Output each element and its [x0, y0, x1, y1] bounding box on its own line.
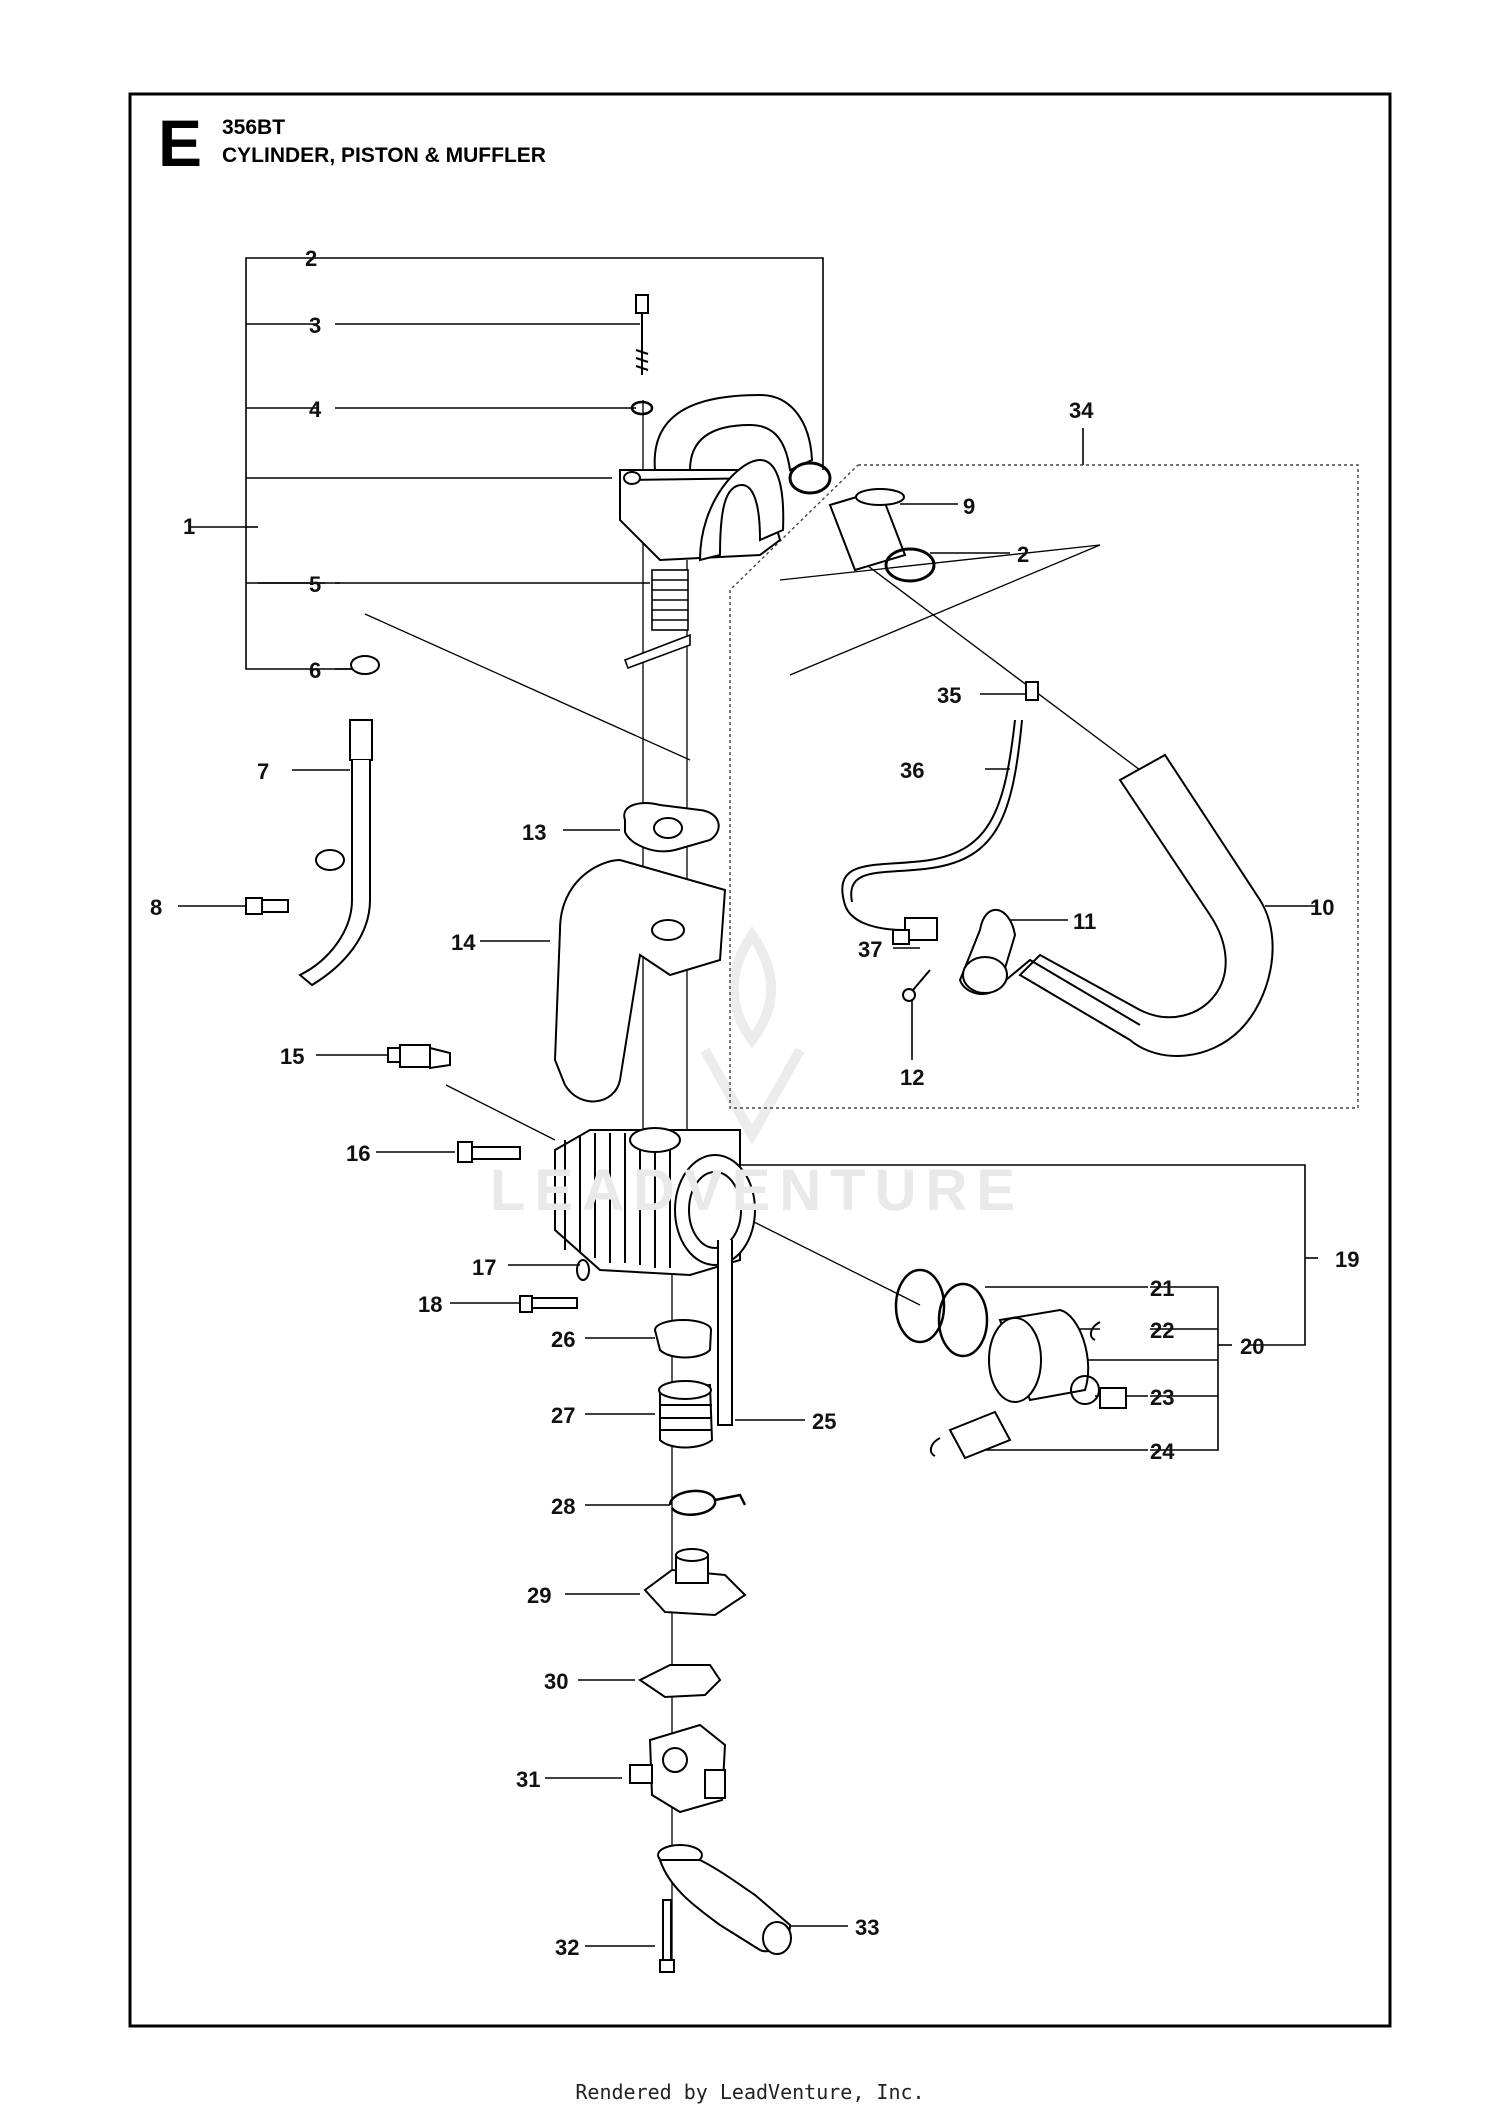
piston-pin-24 [948, 1410, 1012, 1460]
callout-29: 29 [527, 1583, 551, 1608]
callout-2-top: 2 [305, 246, 317, 271]
heat-shield-14 [553, 858, 727, 1103]
circlip-24 [929, 1437, 941, 1457]
callout-5: 5 [309, 572, 321, 597]
assembly-axis [364, 400, 1181, 1970]
callout-16: 16 [346, 1141, 370, 1166]
piston [988, 1308, 1100, 1405]
callout-36: 36 [900, 758, 924, 783]
piston-ring-21a [894, 1268, 946, 1344]
intake-boot-27 [658, 1380, 714, 1449]
callout-34: 34 [1069, 398, 1094, 423]
model-number: 356BT [222, 116, 286, 139]
callout-15: 15 [280, 1044, 304, 1069]
watermark-logo [700, 926, 805, 1146]
clamp-26 [654, 1319, 712, 1359]
callout-19: 19 [1335, 1247, 1359, 1272]
callout-4: 4 [309, 397, 322, 422]
callout-26: 26 [551, 1327, 575, 1352]
callout-12: 12 [900, 1065, 924, 1090]
callout-30: 30 [544, 1669, 568, 1694]
bolt-3 [635, 294, 649, 375]
carburetor-31 [629, 1723, 727, 1814]
washer-4 [630, 400, 654, 416]
cylinder [554, 1127, 756, 1277]
callout-28: 28 [551, 1494, 575, 1519]
intake-elbow-33 [657, 1844, 792, 1955]
callout-7: 7 [257, 759, 269, 784]
callout-10: 10 [1310, 895, 1334, 920]
bolt-16 [457, 1141, 521, 1163]
callout-37: 37 [858, 937, 882, 962]
callout-11: 11 [1073, 909, 1096, 934]
diagram-title: CYLINDER, PISTON & MUFFLER [222, 144, 546, 167]
callout-9: 9 [963, 494, 975, 519]
gasket-30 [638, 1664, 722, 1699]
screw-8 [245, 897, 289, 915]
callout-17: 17 [472, 1255, 496, 1280]
callout-21: 21 [1150, 1276, 1174, 1301]
clamp-2-right [884, 547, 936, 583]
spring-28 [668, 1489, 747, 1516]
tube-9 [828, 488, 907, 572]
carb-adapter-29 [643, 1548, 747, 1617]
callout-13: 13 [522, 820, 546, 845]
kit-34-outline [729, 464, 1359, 1109]
piston-ring-21b [937, 1282, 989, 1358]
callout-23: 23 [1150, 1385, 1174, 1410]
callout-25: 25 [812, 1409, 836, 1434]
callout-1: 1 [183, 514, 195, 539]
callout-3: 3 [309, 313, 321, 338]
callout-8: 8 [150, 895, 162, 920]
bearing-23 [1099, 1387, 1127, 1409]
footer-credit: Rendered by LeadVenture, Inc. [575, 2080, 925, 2104]
tube-36 [841, 719, 1023, 931]
callout-27: 27 [551, 1403, 575, 1428]
muffler [619, 393, 814, 562]
bracket-11 [958, 909, 1017, 995]
section-letter: E [158, 106, 203, 180]
nipple-35 [1025, 681, 1039, 701]
spark-screen-5 [623, 569, 691, 670]
callout-labels: 1 2 3 4 5 6 7 8 9 2 10 11 12 13 14 15 16… [150, 246, 1359, 1960]
callout-31: 31 [516, 1767, 540, 1792]
callout-33: 33 [855, 1915, 879, 1940]
spark-plug-15 [387, 1044, 451, 1070]
callout-20: 20 [1240, 1334, 1264, 1359]
clip-37 [892, 917, 938, 945]
callout-18: 18 [418, 1292, 442, 1317]
watermark-text: LEADVENTURE [490, 1158, 1025, 1223]
tube-10 [999, 753, 1274, 1057]
callout-32: 32 [555, 1935, 579, 1960]
callout-35: 35 [937, 683, 961, 708]
circlip-22 [1089, 1321, 1101, 1341]
pipe-7 [298, 655, 380, 987]
washer-17 [576, 1259, 590, 1281]
hose-25 [717, 1240, 733, 1426]
screw-32 [659, 1899, 675, 1973]
callout-22: 22 [1150, 1318, 1174, 1343]
callout-6: 6 [309, 658, 321, 683]
callout-24: 24 [1150, 1439, 1175, 1464]
gasket-13 [623, 802, 720, 853]
clamp-2-top [788, 461, 832, 495]
page-border [128, 92, 1392, 2028]
leader-lines [178, 257, 1318, 1947]
bolt-18 [519, 1295, 578, 1313]
callout-14: 14 [451, 930, 476, 955]
screw-12 [902, 969, 931, 1002]
callout-2-right: 2 [1017, 542, 1029, 567]
